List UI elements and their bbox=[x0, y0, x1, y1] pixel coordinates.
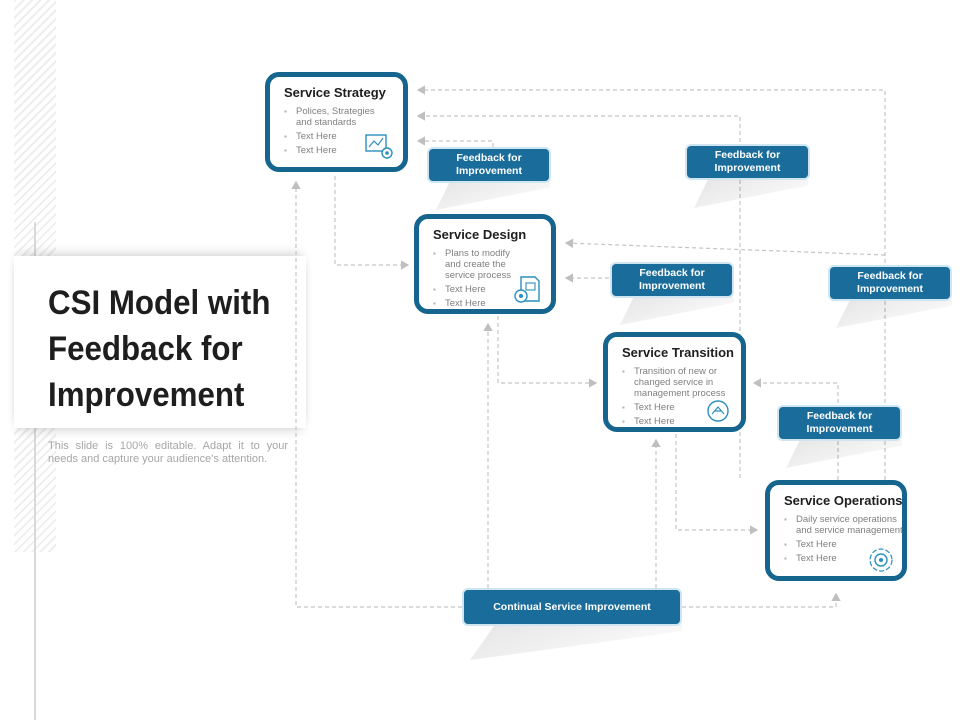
stage-item: Text Here bbox=[622, 416, 731, 427]
strategy-board-gear-icon bbox=[365, 134, 393, 159]
stage-title: Service Design bbox=[433, 227, 527, 242]
stage-item: Text Here bbox=[622, 402, 731, 413]
connector-strategy-to-design bbox=[334, 176, 410, 270]
connector-csi-to-operations bbox=[682, 592, 841, 608]
feedback-operations-to-strategy bbox=[416, 85, 886, 480]
stage-title: Service Operations bbox=[784, 493, 903, 508]
feedback-operations-to-design bbox=[564, 238, 886, 256]
stage-service-operations: Service Operations Daily service operati… bbox=[765, 480, 907, 581]
stage-title: Service Transition bbox=[622, 345, 734, 360]
stage-items: Polices, Strategies and standards Text H… bbox=[284, 106, 393, 156]
feedback-button-operations-to-design[interactable]: Feedback for Improvement bbox=[828, 265, 952, 301]
continual-service-improvement-button[interactable]: Continual Service Improvement bbox=[462, 588, 682, 626]
connector-design-to-transition bbox=[497, 316, 598, 388]
stage-item: Text Here bbox=[784, 539, 892, 550]
feedback-button-design-to-strategy[interactable]: Feedback for Improvement bbox=[427, 147, 551, 183]
stage-item: Plans to modify and create the service p… bbox=[433, 248, 523, 281]
feedback-button-transition-to-strategy[interactable]: Feedback for Improvement bbox=[685, 144, 810, 180]
title-panel bbox=[14, 256, 306, 428]
stage-item: Daily service operations and service man… bbox=[784, 514, 908, 536]
stage-item: Text Here bbox=[284, 145, 393, 156]
connector-csi-to-strategy bbox=[291, 180, 462, 608]
stage-title: Service Strategy bbox=[284, 85, 386, 100]
stage-service-design: Service Design Plans to modify and creat… bbox=[414, 214, 556, 314]
slide-title: CSI Model with Feedback for Improvement bbox=[48, 284, 271, 414]
slide-subtitle: This slide is 100% editable. Adapt it to… bbox=[48, 440, 288, 465]
stage-item: Polices, Strategies and standards bbox=[284, 106, 376, 128]
connector-transition-to-operations bbox=[675, 434, 759, 535]
stage-item: Text Here bbox=[433, 284, 541, 295]
feedback-button-operations-to-transition[interactable]: Feedback for Improvement bbox=[777, 405, 902, 441]
transition-circles-icon bbox=[707, 400, 729, 422]
stage-item: Transition of new or changed service in … bbox=[622, 366, 746, 399]
document-gear-icon bbox=[514, 276, 540, 303]
stage-items: Transition of new or changed service in … bbox=[622, 366, 731, 427]
feedback-button-transition-to-design[interactable]: Feedback for Improvement bbox=[610, 262, 734, 298]
stage-item: Text Here bbox=[433, 298, 541, 309]
stage-items: Plans to modify and create the service p… bbox=[433, 248, 541, 309]
stage-service-strategy: Service Strategy Polices, Strategies and… bbox=[265, 72, 408, 172]
feedback-design-to-strategy bbox=[416, 136, 494, 147]
stage-item: Text Here bbox=[284, 131, 393, 142]
gear-cycle-icon bbox=[869, 548, 893, 572]
stage-item: Text Here bbox=[784, 553, 892, 564]
stage-items: Daily service operations and service man… bbox=[784, 514, 903, 564]
stage-service-transition: Service Transition Transition of new or … bbox=[603, 332, 746, 432]
vertical-divider-line bbox=[34, 222, 36, 720]
